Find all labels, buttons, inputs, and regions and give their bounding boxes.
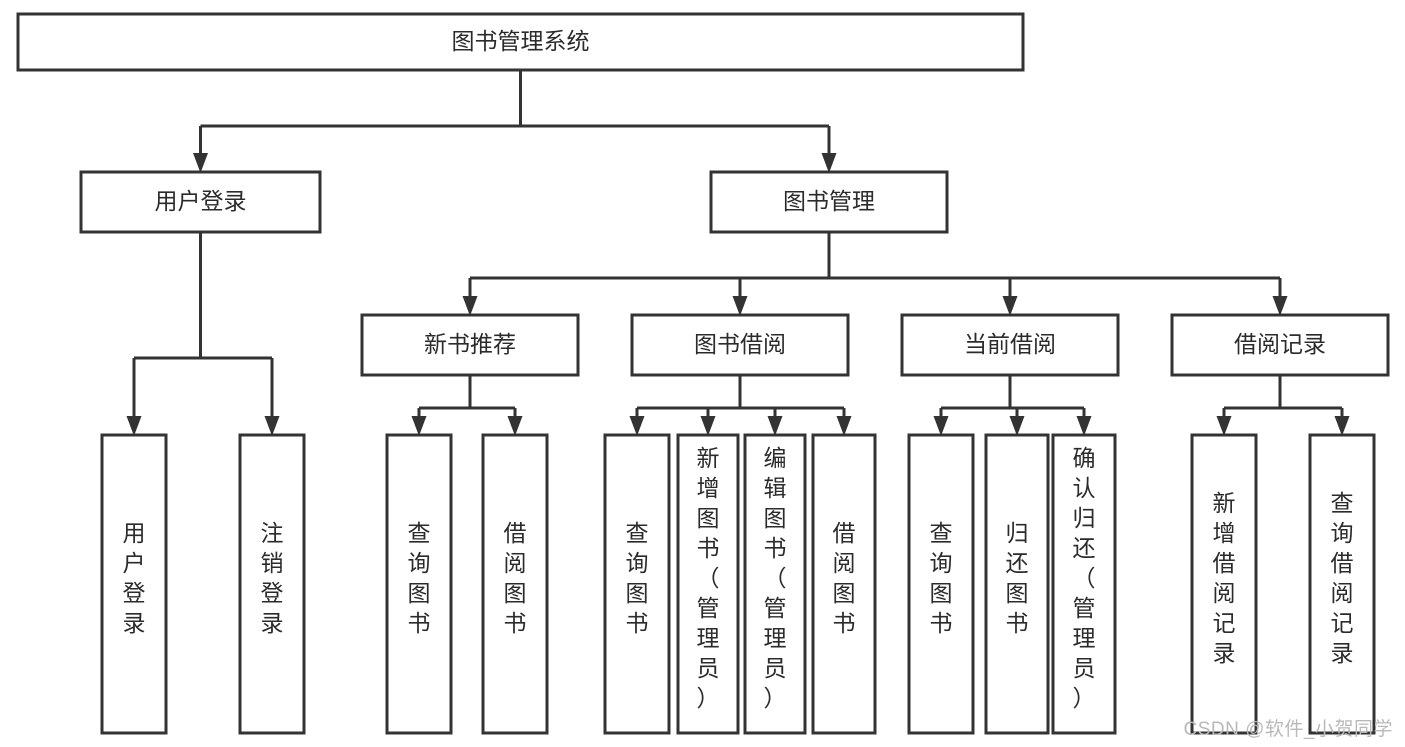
leaf-node-leaf-cur-confirm[interactable]: 确认归还（管理员）: [1051, 433, 1117, 735]
node-box[interactable]: [360, 313, 580, 377]
connector-arrowhead: [1334, 416, 1350, 436]
connector-arrowhead: [821, 153, 837, 173]
node-box[interactable]: [709, 170, 949, 234]
node-label: 新增借阅记录: [1213, 490, 1236, 666]
node-label: 用户登录: [123, 520, 146, 636]
node-box[interactable]: [630, 313, 850, 377]
node-box[interactable]: [984, 433, 1050, 735]
node-box[interactable]: [1190, 433, 1258, 735]
node-box[interactable]: [1170, 313, 1390, 377]
leaf-node-leaf-user-login[interactable]: 用户登录: [100, 433, 168, 735]
node-label: 确认归还（管理员）: [1073, 445, 1096, 711]
node-box[interactable]: [1051, 433, 1117, 735]
level1-node-bookmgmt[interactable]: 图书管理: [709, 170, 949, 234]
node-box[interactable]: [79, 170, 322, 234]
root-node-root[interactable]: 图书管理系统: [16, 12, 1025, 72]
node-label: 编辑图书（管理员）: [764, 445, 787, 711]
watermark-label: CSDN @软件_小贺同学: [1183, 719, 1393, 740]
node-box[interactable]: [900, 313, 1120, 377]
connector-arrowhead: [700, 416, 716, 436]
connector-layer: [126, 70, 1350, 436]
node-label: 用户登录: [155, 188, 247, 214]
node-label: 查询图书: [930, 520, 953, 636]
leaf-node-leaf-new-query[interactable]: 查询图书: [385, 433, 453, 735]
node-label: 图书管理系统: [452, 28, 590, 54]
node-box[interactable]: [385, 433, 453, 735]
connector-arrowhead: [1009, 416, 1025, 436]
node-label: 注销登录: [261, 520, 284, 636]
node-box[interactable]: [811, 433, 877, 735]
leaf-node-leaf-borrow-query[interactable]: 查询图书: [603, 433, 671, 735]
node-box[interactable]: [16, 12, 1025, 72]
node-label: 新增图书（管理员）: [697, 445, 720, 711]
connector-arrowhead: [1002, 296, 1018, 316]
node-box[interactable]: [1308, 433, 1376, 735]
level2-node-borrow[interactable]: 图书借阅: [630, 313, 850, 377]
leaf-node-leaf-user-logout[interactable]: 注销登录: [238, 433, 306, 735]
level1-node-login[interactable]: 用户登录: [79, 170, 322, 234]
node-box[interactable]: [676, 433, 740, 735]
node-layer: 图书管理系统用户登录图书管理新书推荐图书借阅当前借阅借阅记录用户登录注销登录查询…: [16, 12, 1390, 735]
connector-arrowhead: [933, 416, 949, 436]
node-label: 借阅图书: [504, 520, 527, 636]
node-label: 图书借阅: [694, 331, 786, 357]
connector-arrowhead: [836, 416, 852, 436]
leaf-node-leaf-cur-query[interactable]: 查询图书: [907, 433, 975, 735]
connector-arrowhead: [507, 416, 523, 436]
leaf-node-leaf-cur-return[interactable]: 归还图书: [984, 433, 1050, 735]
node-label: 图书管理: [783, 188, 875, 214]
leaf-node-leaf-borrow-add[interactable]: 新增图书（管理员）: [676, 433, 740, 735]
node-label: 查询借阅记录: [1331, 490, 1354, 666]
node-box[interactable]: [481, 433, 549, 735]
connector-arrowhead: [193, 153, 208, 173]
level2-node-record[interactable]: 借阅记录: [1170, 313, 1390, 377]
connector-arrowhead: [1272, 296, 1288, 316]
connector-arrowhead: [1216, 416, 1232, 436]
level2-node-current[interactable]: 当前借阅: [900, 313, 1120, 377]
leaf-node-leaf-rec-query[interactable]: 查询借阅记录: [1308, 433, 1376, 735]
connector-arrowhead: [264, 416, 280, 436]
connector-arrowhead: [126, 416, 142, 436]
node-label: 新书推荐: [424, 331, 516, 357]
node-label: 当前借阅: [964, 331, 1056, 357]
leaf-node-leaf-rec-add[interactable]: 新增借阅记录: [1190, 433, 1258, 735]
node-label: 借阅图书: [833, 520, 856, 636]
leaf-node-leaf-borrow-lend[interactable]: 借阅图书: [811, 433, 877, 735]
node-label: 归还图书: [1006, 520, 1029, 636]
connector-arrowhead: [767, 416, 783, 436]
connector-arrowhead: [732, 296, 748, 316]
leaf-node-leaf-borrow-edit[interactable]: 编辑图书（管理员）: [743, 433, 807, 735]
node-label: 查询图书: [408, 520, 431, 636]
connector-arrowhead: [411, 416, 427, 436]
level2-node-newbook[interactable]: 新书推荐: [360, 313, 580, 377]
connector-arrowhead: [629, 416, 645, 436]
connector-arrowhead: [1076, 416, 1092, 436]
connector-arrowhead: [462, 296, 478, 316]
node-box[interactable]: [743, 433, 807, 735]
node-box[interactable]: [907, 433, 975, 735]
leaf-node-leaf-new-borrow[interactable]: 借阅图书: [481, 433, 549, 735]
node-label: 查询图书: [626, 520, 649, 636]
node-label: 借阅记录: [1234, 331, 1326, 357]
node-box[interactable]: [603, 433, 671, 735]
node-box[interactable]: [100, 433, 168, 735]
node-box[interactable]: [238, 433, 306, 735]
